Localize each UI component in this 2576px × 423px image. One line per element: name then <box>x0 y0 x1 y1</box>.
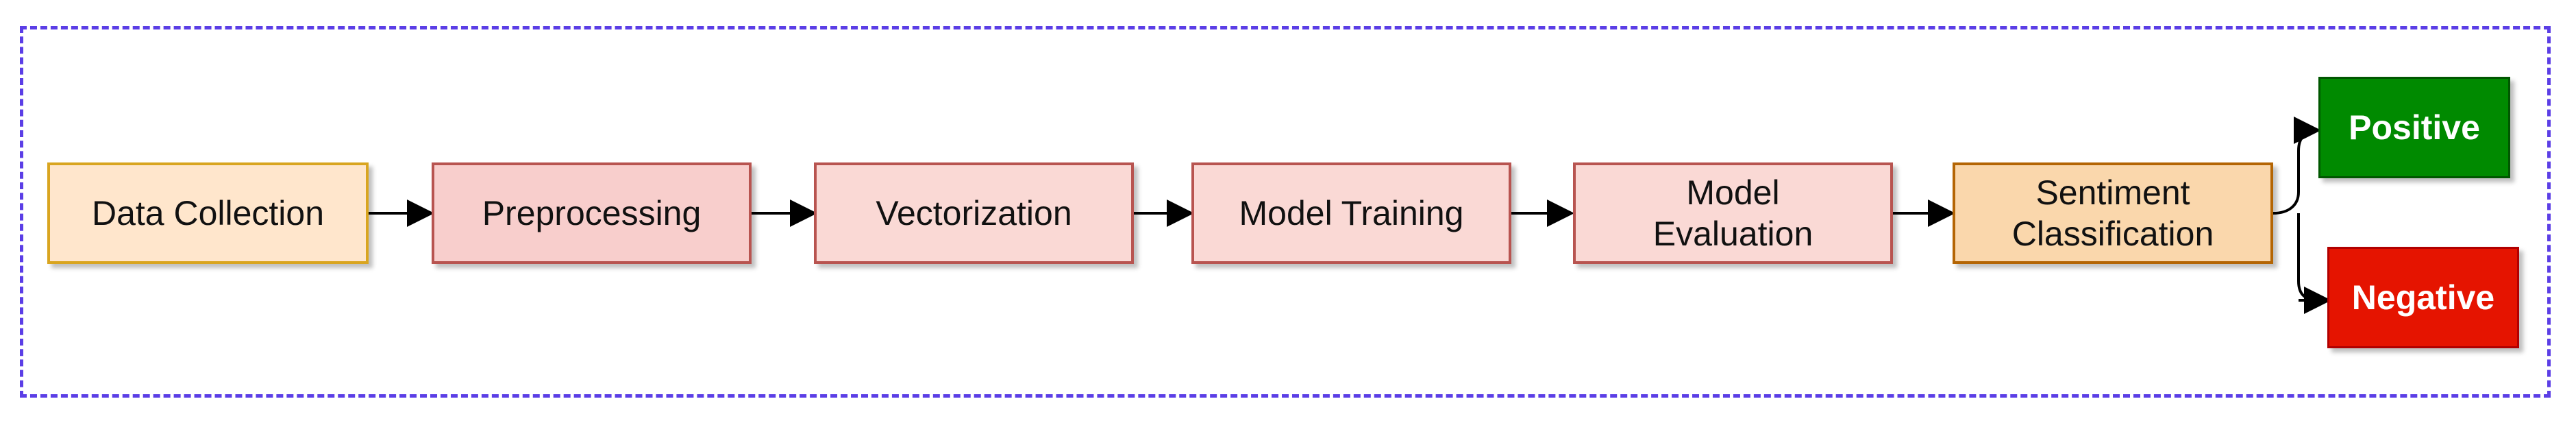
node-label: Vectorization <box>876 194 1072 232</box>
node-data-collection: Data Collection <box>47 162 369 264</box>
node-positive: Positive <box>2318 77 2510 178</box>
node-label: Model Training <box>1239 194 1464 232</box>
node-negative: Negative <box>2327 247 2519 348</box>
node-preprocessing: Preprocessing <box>432 162 752 264</box>
node-label: Sentiment Classification <box>2011 173 2214 253</box>
node-label: Preprocessing <box>482 194 702 232</box>
diagram-frame <box>20 26 2551 398</box>
brace-connector <box>2272 129 2320 302</box>
node-label: Data Collection <box>91 194 325 232</box>
node-model-training: Model Training <box>1191 162 1511 264</box>
node-label: Negative <box>2351 278 2495 317</box>
node-label: Model Evaluation <box>1652 173 1813 253</box>
node-model-evaluation: Model Evaluation <box>1573 162 1893 264</box>
node-vectorization: Vectorization <box>814 162 1134 264</box>
node-label: Positive <box>2349 108 2480 147</box>
node-sentiment-classification: Sentiment Classification <box>1953 162 2273 264</box>
